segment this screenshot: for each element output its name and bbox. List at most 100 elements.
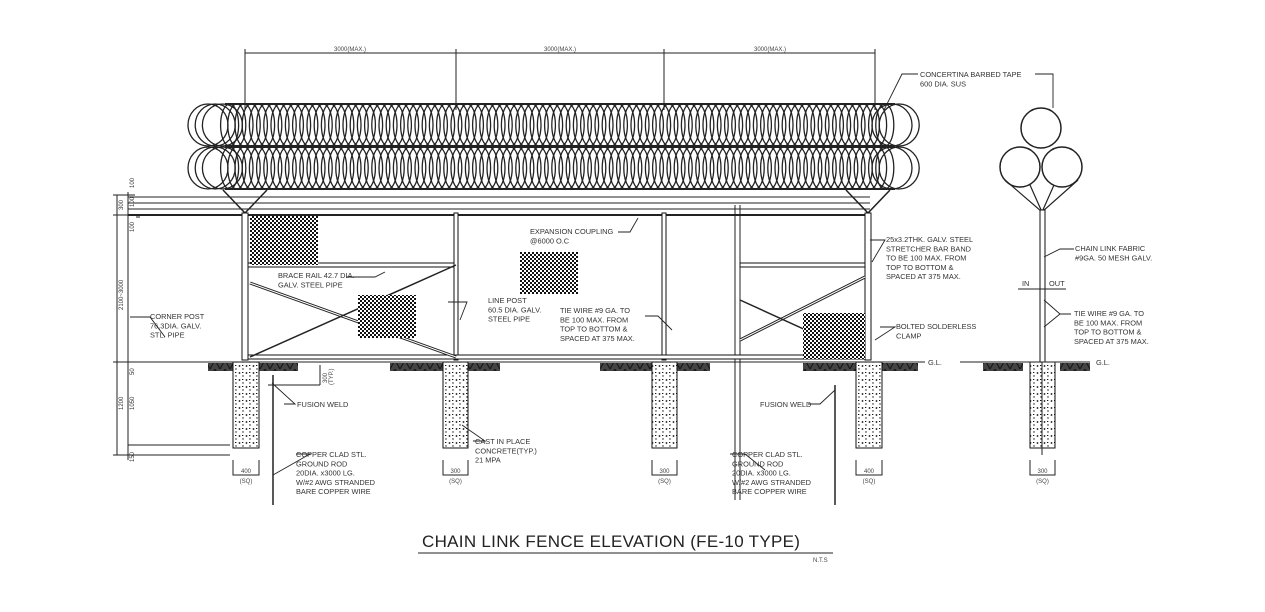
coil-loop — [327, 103, 348, 147]
footing-sq: (SQ) — [449, 479, 462, 485]
coil-loop — [479, 146, 499, 190]
coil-loop — [313, 146, 333, 190]
brace-rail-label: BRACE RAIL 42.7 DIA. — [278, 271, 355, 280]
coil-loop — [194, 103, 236, 147]
footing-dim-line — [442, 460, 469, 476]
coil-loop — [709, 103, 729, 147]
coil-loop — [824, 103, 845, 147]
coil-loop — [579, 103, 600, 147]
coil-loop — [630, 146, 650, 190]
coil-loop — [435, 103, 456, 147]
coil-loop — [695, 146, 715, 190]
dim-text: 300 — [119, 199, 125, 210]
coil-loop — [428, 146, 449, 190]
coil-loop — [767, 103, 787, 147]
coil-loop — [803, 103, 823, 147]
coil-loop — [399, 146, 420, 190]
coil-loop — [723, 103, 744, 147]
coil-loop — [839, 103, 859, 147]
coil-loop — [263, 103, 283, 147]
coil-loop — [385, 146, 405, 190]
coil-loop — [615, 146, 636, 190]
coil-loop — [486, 103, 506, 147]
leader-lines — [130, 73, 1074, 476]
coil-loop — [680, 103, 701, 147]
coil-loop — [860, 103, 881, 147]
ground-rod-left-label: BARE COPPER WIRE — [296, 487, 371, 496]
coil-loop — [558, 146, 578, 190]
tie-wire-front-label: SPACED AT 375 MAX. — [560, 334, 635, 343]
footing-dim-line — [1029, 460, 1056, 476]
ground-rod-right-label: 20DIA. x3000 LG. — [732, 469, 791, 478]
coil-loop — [450, 103, 470, 147]
coil-loop — [623, 146, 643, 190]
coil-loop — [270, 103, 290, 147]
line-post-label: LINE POST — [488, 296, 527, 305]
coil-loop — [846, 146, 866, 190]
line-post-label: 60.5 DIA. GALV. — [488, 305, 541, 314]
corner-post-label: STL. PIPE — [150, 331, 185, 340]
tie-wire-side-label: TOP TO BOTTOM & — [1074, 328, 1142, 337]
line-post — [453, 212, 459, 361]
coil-loop — [565, 103, 585, 147]
coil-loop — [572, 146, 593, 190]
coil-loop — [615, 103, 636, 147]
tie-wire-side-label: TIE WIRE #9 GA. TO — [1074, 309, 1144, 318]
ground-level-label: G.L. — [1096, 358, 1110, 367]
stretcher-label: SPACED AT 375 MAX. — [886, 272, 961, 281]
coil-loop — [363, 103, 384, 147]
chain-link-label: #9GA. 50 MESH GALV. — [1075, 253, 1152, 262]
coil-loop — [371, 103, 391, 147]
coil-loop — [464, 146, 485, 190]
coil-loop — [659, 103, 679, 147]
coil-loop — [291, 103, 312, 147]
coil-loop — [443, 146, 463, 190]
footing-dim-line — [651, 460, 678, 476]
coil-loop — [320, 103, 341, 147]
coil-loop — [299, 146, 319, 190]
coil-loop — [723, 146, 744, 190]
coil-loop — [291, 146, 312, 190]
line-post — [661, 212, 667, 361]
coil-loop — [745, 146, 765, 190]
concertina-label: 600 DIA. SUS — [920, 79, 966, 88]
dim-text: 2100~3000 — [119, 279, 125, 310]
coil-loop — [471, 103, 492, 147]
coil-loop — [716, 146, 737, 190]
ground-level-label: G.L. — [928, 358, 942, 367]
dim-text: (TYP.) — [329, 368, 335, 385]
coil-loop — [551, 146, 571, 190]
coil-loop — [234, 103, 254, 147]
corner-post — [864, 212, 872, 361]
coil-loop — [349, 146, 369, 190]
footing-sq: (SQ) — [658, 479, 671, 485]
dim-text: 1050 — [130, 396, 136, 410]
line-post-label: STEEL PIPE — [488, 315, 530, 324]
coil-loop — [335, 103, 355, 147]
coil-loop — [399, 103, 420, 147]
coil-loop — [788, 103, 809, 147]
left-dimensions: 100 100 100 300 2100~3000 50 1050 1200 1… — [113, 177, 335, 462]
coil-loop — [493, 146, 513, 190]
footings — [232, 361, 1056, 505]
ground-rod-left-label: 20DIA. x3000 LG. — [296, 469, 355, 478]
dim-text: 50 — [130, 368, 136, 375]
coil-loop — [623, 103, 643, 147]
fusion-weld-label: FUSION WELD — [297, 400, 348, 409]
corner-post-label: CORNER POST — [150, 312, 205, 321]
concrete-label: 21 MPA — [475, 456, 501, 465]
side-view: IN OUT G.L. — [960, 107, 1110, 455]
coil-loop — [392, 146, 413, 190]
coil-loop — [673, 146, 693, 190]
footing-sq: (SQ) — [240, 479, 253, 485]
coil-loop — [781, 103, 801, 147]
coil-loop — [277, 103, 297, 147]
coil-loop — [464, 103, 485, 147]
coil-loop — [810, 146, 830, 190]
dim-text: 100 — [130, 221, 136, 232]
coil-loop — [284, 146, 305, 190]
coil-loop — [878, 103, 920, 147]
coil-loop — [421, 146, 441, 190]
coil-loop — [759, 146, 780, 190]
coil-loop — [759, 103, 780, 147]
